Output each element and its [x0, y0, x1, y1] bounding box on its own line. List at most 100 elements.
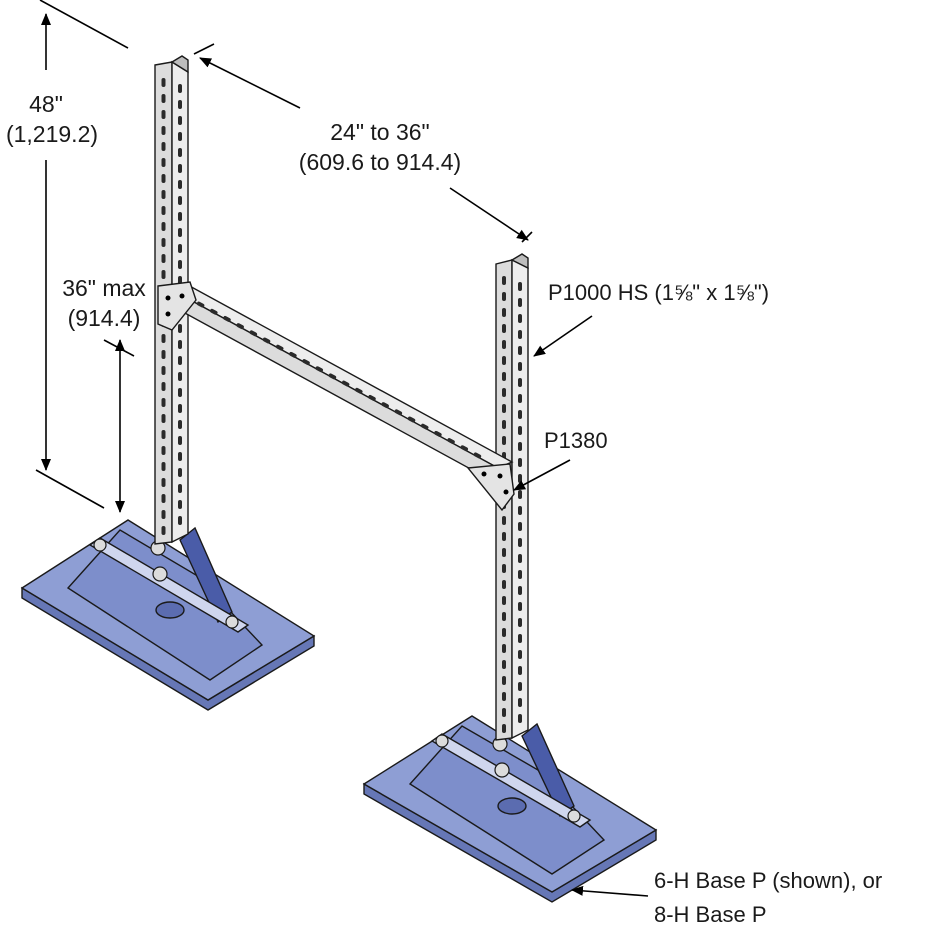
channel-slot: [262, 337, 271, 344]
crossbar: [170, 283, 514, 486]
left-base-center-hole: [155, 601, 185, 619]
channel-slot: [518, 426, 522, 435]
channel-slot: [178, 324, 182, 333]
channel-slot: [502, 308, 506, 317]
channel-slot: [518, 362, 522, 371]
channel-slot: [518, 650, 522, 659]
channel-slot: [161, 494, 166, 503]
channel-slot: [161, 462, 166, 471]
channel-slot: [502, 372, 506, 381]
extension-line: [103, 339, 135, 357]
channel-slot: [161, 174, 166, 183]
channel-slot: [518, 698, 522, 707]
channel-slot: [460, 445, 468, 452]
channel-slot: [315, 366, 323, 373]
left-bracket-plate: [157, 281, 197, 331]
channel-slot: [178, 164, 182, 173]
right-base-gusset: [521, 722, 575, 818]
channel-slot: [502, 340, 506, 349]
callout-bracket-label: P1380: [544, 428, 608, 453]
channel-slot: [178, 228, 182, 237]
channel-slot: [161, 110, 166, 119]
channel-slot: [236, 323, 244, 330]
channel-slot: [502, 724, 506, 733]
channel-slot: [473, 452, 482, 459]
channel-slot: [518, 282, 522, 291]
left-bracket: [157, 281, 197, 331]
dimension-width: 24" to 36" (609.6 to 914.4): [193, 43, 533, 243]
channel-slot: [518, 522, 522, 531]
channel-slot: [394, 409, 403, 416]
channel-slot: [178, 148, 182, 157]
channel-slot: [518, 538, 522, 547]
left-base-gusset: [179, 526, 233, 624]
right-base-bolt: [494, 762, 510, 778]
channel-slot: [518, 314, 522, 323]
channel-slot: [518, 442, 522, 451]
channel-slot: [502, 660, 506, 669]
channel-slot: [178, 116, 182, 125]
channel-slot: [178, 404, 182, 413]
channel-slot: [178, 84, 182, 93]
right-base: [362, 715, 658, 903]
right-base-center-hole: [497, 797, 527, 815]
channel-slot: [518, 554, 522, 563]
extension-line: [35, 469, 105, 509]
channel-slot: [178, 260, 182, 269]
dimension-crossbar-max-imperial: 36" max: [62, 275, 146, 301]
channel-slot: [502, 324, 506, 333]
dimension-width-metric: (609.6 to 914.4): [299, 149, 461, 175]
channel-slot: [161, 334, 166, 343]
channel-slot: [502, 356, 506, 365]
channel-slot: [502, 404, 506, 413]
left-base-bolt: [152, 566, 168, 582]
channel-slot: [275, 344, 284, 351]
channel-slot: [302, 359, 310, 365]
right-base-bolt: [435, 734, 449, 748]
channel-slot: [518, 714, 522, 723]
channel-slot: [178, 180, 182, 189]
dimension-crossbar-max: 36" max (914.4): [62, 275, 146, 513]
channel-slot: [178, 500, 182, 509]
right-upright: [495, 253, 529, 741]
channel-slot: [161, 142, 166, 151]
channel-slot: [210, 308, 218, 315]
dimension-arrow: [449, 187, 529, 241]
channel-slot: [502, 420, 506, 429]
channel-slot: [518, 410, 522, 419]
channel-slot: [178, 244, 182, 253]
channel-slot: [178, 100, 182, 109]
channel-slot: [447, 438, 455, 444]
channel-slot: [355, 387, 363, 394]
channel-slot: [161, 382, 166, 391]
channel-slot: [518, 490, 522, 499]
channel-slot: [178, 212, 182, 221]
channel-slot: [178, 468, 182, 477]
left-upright-lip: [170, 55, 189, 74]
channel-slot: [161, 126, 166, 135]
channel-slot: [518, 458, 522, 467]
channel-slot: [518, 618, 522, 627]
channel-slot: [518, 330, 522, 339]
channel-slot: [161, 270, 166, 279]
left-base-bolt: [93, 538, 107, 552]
extension-line: [193, 43, 215, 55]
right-base-bolt: [567, 809, 581, 823]
dimension-height-total-metric: (1,219.2): [6, 121, 98, 147]
channel-slot: [434, 430, 442, 437]
channel-slot: [502, 692, 506, 701]
callout-channel-label: P1000 HS (1⅝" x 1⅝"): [548, 280, 769, 305]
crossbar-face: [171, 288, 499, 486]
channel-slot: [289, 351, 297, 358]
channel-slot: [161, 158, 166, 167]
callout-base: 6-H Base P (shown), or 8-H Base P: [571, 868, 882, 927]
channel-slot: [518, 474, 522, 483]
channel-slot: [518, 602, 522, 611]
channel-slot: [502, 612, 506, 621]
channel-slot: [161, 254, 166, 263]
channel-slot: [328, 373, 337, 380]
channel-slot: [502, 516, 506, 525]
channel-slot: [178, 132, 182, 141]
